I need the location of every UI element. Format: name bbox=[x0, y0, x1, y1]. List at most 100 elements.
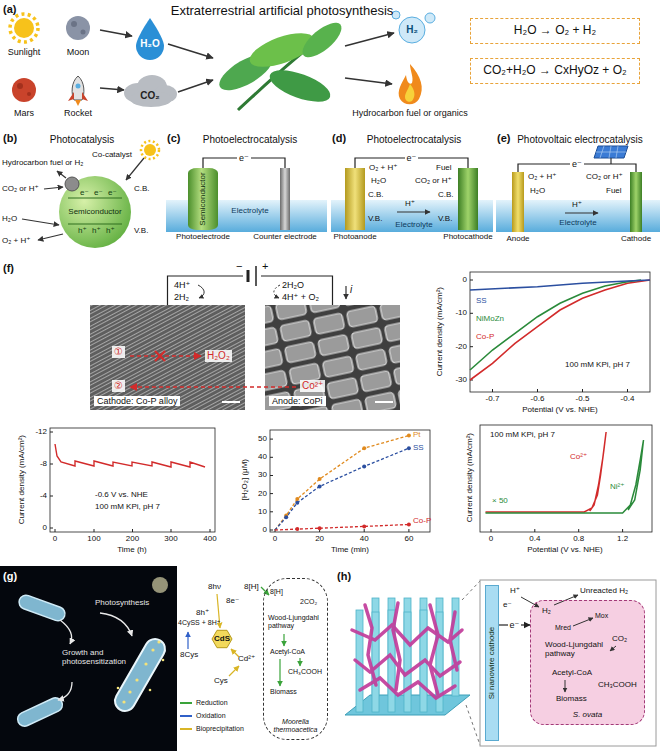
panel-h-art bbox=[573, 618, 593, 626]
label-text: -8 bbox=[40, 459, 47, 468]
panel-g-art bbox=[122, 700, 125, 703]
label-text: H⁺ bbox=[510, 586, 520, 595]
label-text: (a) bbox=[3, 3, 16, 16]
panel-h-art bbox=[466, 705, 480, 745]
panel-a-art bbox=[17, 83, 23, 89]
electrolyte-bands bbox=[166, 146, 660, 232]
panel-f-art bbox=[222, 401, 240, 403]
label-text: C.B. bbox=[438, 190, 454, 199]
label-text: Wood-Ljungdahl pathway bbox=[268, 614, 326, 630]
label-text: Unreacted H₂ bbox=[580, 586, 628, 595]
label-text: Acetyl-CoA bbox=[552, 668, 592, 677]
label-text: Acetyl-CoA bbox=[270, 648, 305, 656]
label-text: 8h⁺ bbox=[196, 608, 209, 617]
legend-item: Oxidation bbox=[180, 712, 226, 720]
label-text: (g) bbox=[3, 570, 17, 583]
panel-f-art bbox=[55, 444, 205, 467]
label-text: i bbox=[350, 284, 352, 296]
node-text: Si nanowire cathode bbox=[487, 627, 496, 700]
label-text: V.B. bbox=[368, 214, 382, 223]
panel-a-art bbox=[12, 78, 36, 102]
node-text: CO₂+H₂O → CxHyOz + O₂ bbox=[481, 64, 629, 78]
label-text: Photovoltaic electrocatalysis bbox=[517, 134, 643, 146]
legend-line bbox=[180, 715, 192, 717]
panel-f-art bbox=[470, 280, 628, 392]
panel-g-art bbox=[58, 682, 72, 700]
semiconductor-particle bbox=[65, 177, 79, 191]
panel-g-art bbox=[15, 696, 64, 729]
label-text: Co-P bbox=[476, 332, 494, 341]
label-text: SS bbox=[476, 296, 487, 305]
label-text: -0.6 V vs. NHE bbox=[95, 490, 148, 499]
node-text: Cathode bbox=[621, 234, 651, 243]
panel-h-art bbox=[365, 605, 376, 685]
panel-f-art bbox=[480, 425, 652, 532]
label-text: 8Cys bbox=[180, 650, 198, 659]
label-text: (d) bbox=[332, 132, 346, 145]
label-text: 4H⁺ + O₂ bbox=[282, 292, 319, 302]
panel-g-art bbox=[0, 566, 177, 751]
label-text: H₂ bbox=[542, 606, 551, 615]
panel-a-art bbox=[66, 16, 90, 40]
battery-symbol bbox=[243, 266, 261, 286]
battery-symbol bbox=[247, 270, 250, 282]
label-text: e⁻ bbox=[80, 188, 89, 197]
panel-a-art bbox=[399, 64, 422, 104]
label-text: Fuel bbox=[606, 186, 622, 195]
panel-f-art bbox=[470, 280, 650, 290]
label-text: CO₂ bbox=[140, 90, 159, 102]
photoelectrode: SemiconductorPhotoelectrode bbox=[188, 168, 218, 230]
label-text: Ni²⁺ bbox=[610, 482, 624, 491]
panel-b-art bbox=[22, 219, 59, 225]
node-text: Semiconductor bbox=[68, 207, 121, 216]
legend-text: Oxidation bbox=[196, 712, 226, 719]
label-text: CH₃COOH bbox=[288, 668, 322, 676]
label-text: -0.6 bbox=[531, 394, 545, 403]
label-text: H₂O bbox=[371, 176, 386, 185]
label-text: Photoelectrocatalysis bbox=[203, 134, 298, 146]
panel-h-art bbox=[352, 603, 462, 698]
label-text: Hydrocarbon fuel or H₂ bbox=[2, 158, 83, 167]
node-text: Moorella thermoacetica bbox=[267, 718, 324, 734]
panel-f-art bbox=[270, 430, 430, 532]
label-text: Fuel bbox=[436, 163, 452, 172]
panel-f-art bbox=[295, 501, 299, 505]
panel-f-art bbox=[470, 280, 650, 380]
panel-g-art bbox=[15, 696, 64, 729]
panel-g-art bbox=[100, 613, 132, 636]
label-text: CO₂ bbox=[612, 634, 627, 643]
panel-f-art bbox=[275, 436, 409, 531]
label-text: Biomass bbox=[556, 694, 587, 703]
panel-a-art bbox=[14, 18, 34, 38]
panel-g-art bbox=[117, 640, 165, 703]
label-text: Moon bbox=[67, 47, 90, 57]
panel-a-art bbox=[425, 13, 435, 23]
panel-a-art bbox=[130, 91, 172, 107]
panel-h-art bbox=[530, 600, 645, 725]
panel-f-art bbox=[318, 526, 322, 530]
panel-b-art bbox=[57, 171, 66, 178]
node-text: Cathode: Co-P alloy bbox=[94, 396, 180, 406]
label-text: Mred bbox=[555, 624, 571, 632]
panel-a-art bbox=[345, 78, 392, 84]
panel-h-art bbox=[450, 612, 457, 670]
battery-symbol bbox=[255, 266, 257, 286]
cell-membrane: Moorella thermoacetica bbox=[263, 578, 328, 740]
panel-f-art bbox=[155, 351, 165, 361]
panel-f-art bbox=[284, 515, 288, 519]
panel-f-art bbox=[295, 497, 299, 501]
cathode: Cathode bbox=[630, 172, 642, 232]
panel-h-art bbox=[480, 580, 656, 746]
panel-f-art bbox=[50, 272, 652, 532]
legend-line bbox=[180, 728, 192, 730]
panel-g-art bbox=[60, 620, 72, 644]
panel-b-art bbox=[141, 141, 159, 159]
label-text: 100 mM KPi, pH 7 bbox=[95, 502, 160, 511]
label-text: 40 bbox=[360, 534, 369, 543]
legend-item: Reduction bbox=[180, 699, 228, 707]
panel-b-art bbox=[144, 144, 156, 156]
legend-line bbox=[180, 702, 192, 704]
legend-text: Bioprecipitation bbox=[196, 725, 244, 732]
